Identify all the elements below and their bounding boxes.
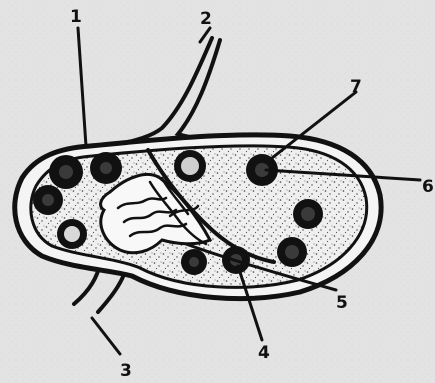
follicle	[90, 152, 122, 184]
label-6: 6	[422, 177, 434, 197]
label-3: 3	[120, 361, 132, 381]
follicle	[181, 249, 207, 275]
follicle	[277, 237, 307, 267]
follicle	[57, 219, 87, 249]
follicle	[174, 150, 206, 182]
follicle	[33, 185, 63, 215]
follicle	[293, 199, 323, 229]
follicle	[49, 155, 83, 189]
label-5: 5	[336, 293, 348, 313]
label-2: 2	[200, 9, 212, 29]
label-4: 4	[258, 343, 270, 363]
label-1: 1	[70, 7, 82, 27]
label-7: 7	[350, 77, 362, 97]
